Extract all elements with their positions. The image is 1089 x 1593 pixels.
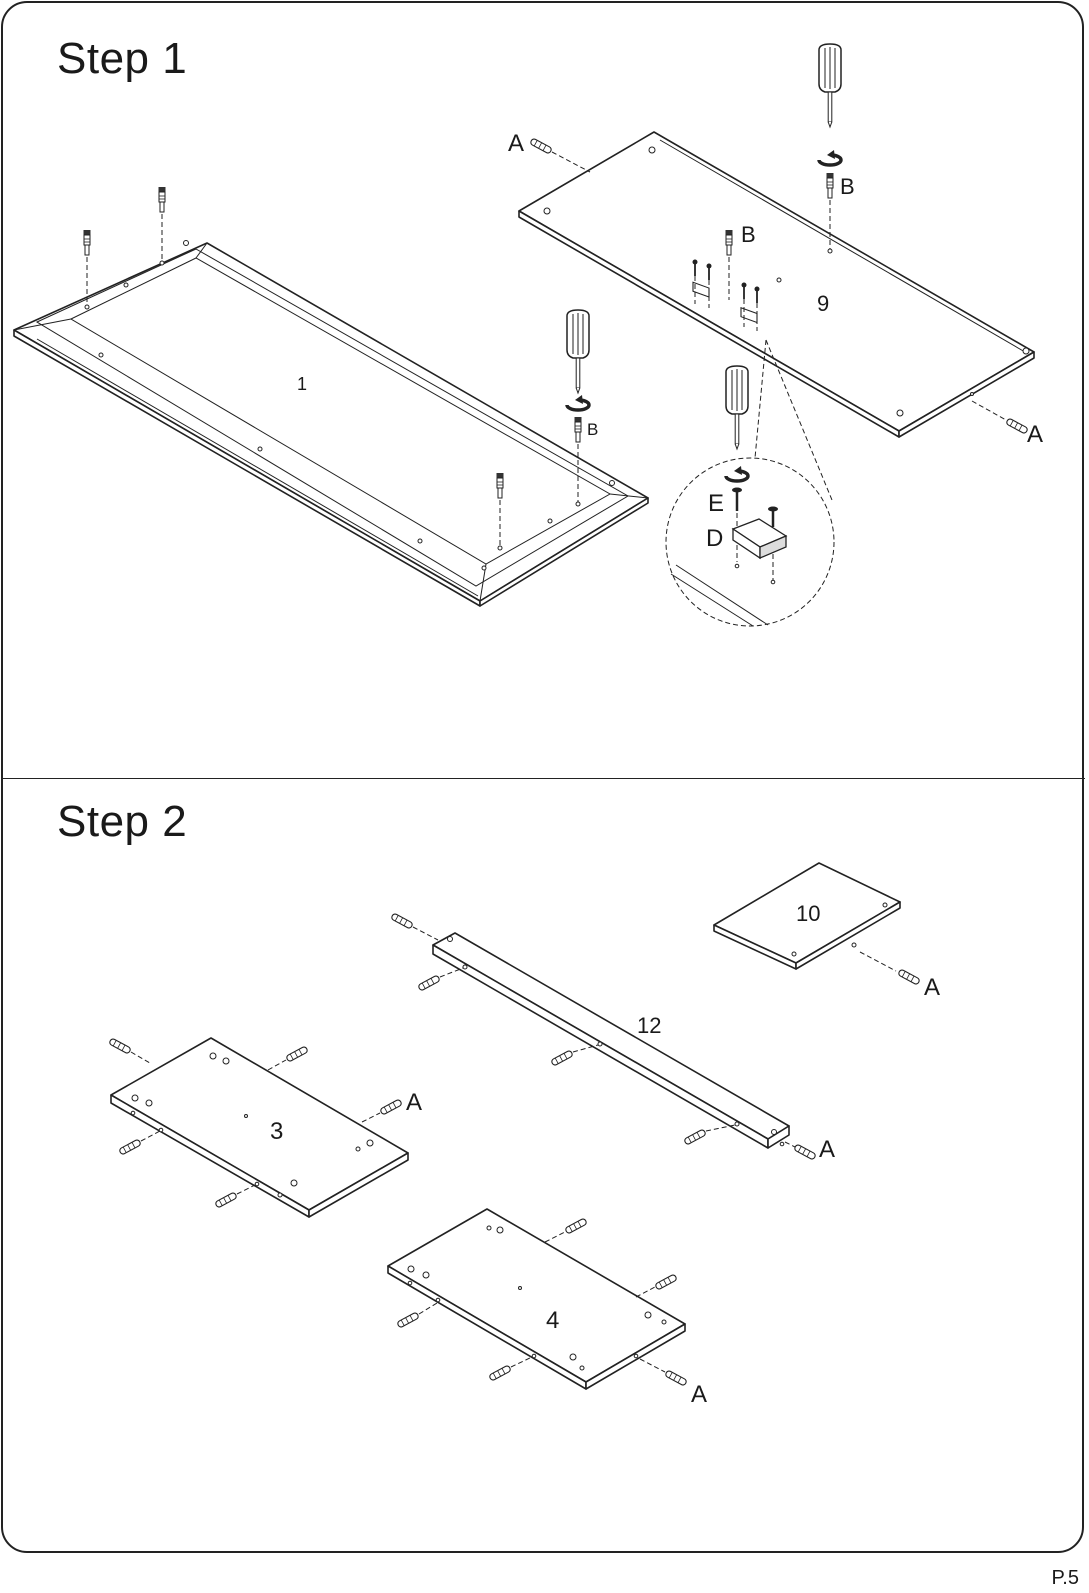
- label-cam-bolt-right-mid: B: [741, 222, 756, 247]
- label-rail-12: 12: [637, 1013, 661, 1038]
- label-dowel-top-left: A: [508, 130, 524, 157]
- screw-e-icon: [732, 488, 742, 563]
- cam-bolt-1b: [159, 187, 166, 261]
- rotate-arrow-icon: [567, 395, 589, 410]
- rotate-arrow-icon-2: [819, 150, 841, 165]
- label-panel-1: 1: [297, 374, 307, 394]
- label-panel-9: 9: [817, 291, 829, 316]
- label-dowel-3: A: [406, 1089, 422, 1116]
- label-screw-e: E: [708, 490, 724, 517]
- dowel-9a: [530, 138, 590, 172]
- label-panel-3: 3: [270, 1118, 283, 1145]
- door-catch-d-icon: [733, 519, 786, 584]
- label-cam-bolt-right-top: B: [840, 174, 855, 199]
- rail-12: [433, 933, 789, 1148]
- screwdriver-icon: [567, 310, 589, 393]
- label-cam-bolt-left: B: [587, 420, 598, 439]
- panel-1: [14, 241, 648, 607]
- cam-bolt-1a: [84, 230, 91, 305]
- label-dowel-bottom-right: A: [1027, 421, 1043, 448]
- label-dowel-4: A: [691, 1381, 707, 1408]
- label-panel-10: 10: [796, 901, 820, 926]
- panel-4: [388, 1209, 685, 1389]
- screwdriver-icon-2: [819, 44, 841, 127]
- label-catch-d: D: [706, 525, 723, 552]
- label-dowel-10: A: [924, 974, 940, 1001]
- dowel-9b: [972, 401, 1028, 434]
- dowel-10: [860, 952, 920, 985]
- label-dowel-12: A: [819, 1136, 835, 1163]
- label-panel-4: 4: [546, 1307, 559, 1334]
- panel-9: [519, 132, 1034, 437]
- panel-3: [111, 1038, 408, 1217]
